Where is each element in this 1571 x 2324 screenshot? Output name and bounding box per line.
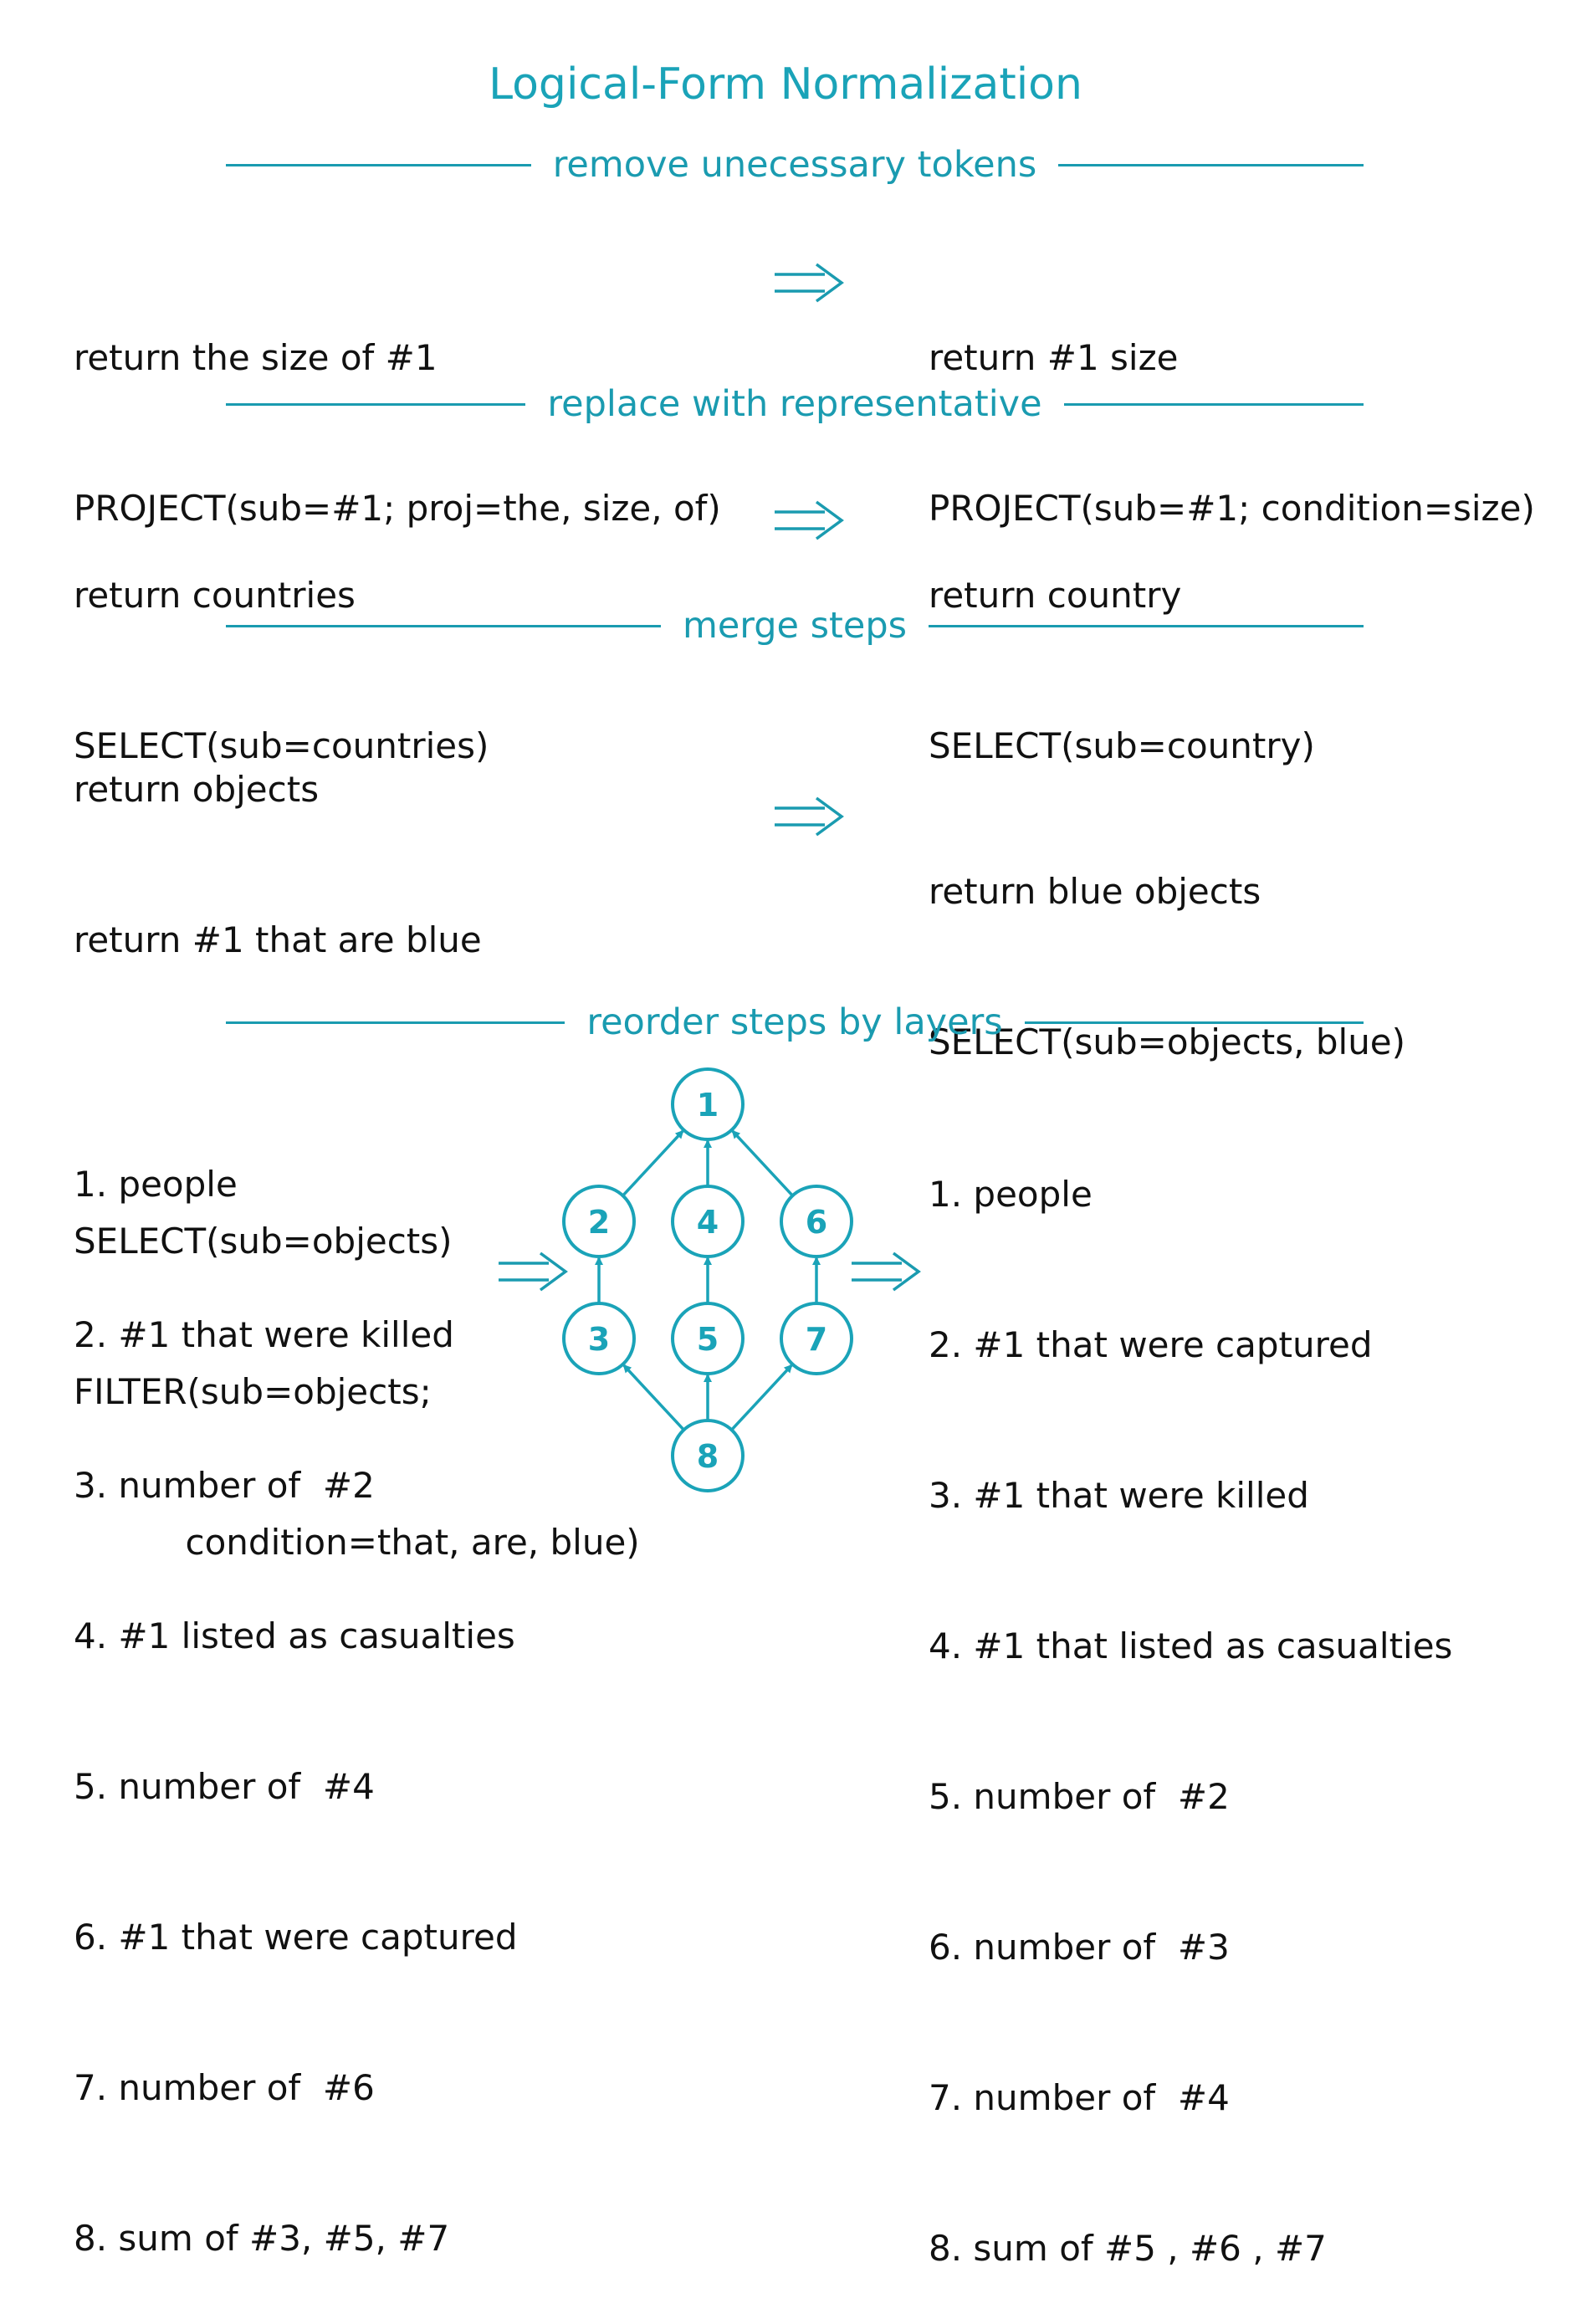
after-line: 8. sum of #5 , #6 , #7 [929, 2228, 1327, 2269]
graph-node-circle [780, 1302, 853, 1375]
graph-edge-8-to-7 [730, 1364, 793, 1431]
graph-node-circle [671, 1067, 745, 1141]
transform-arrow-icon [852, 1252, 922, 1292]
before-line: PROJECT(sub=#1; proj=the, size, of) [74, 488, 721, 529]
graph-node-label: 8 [697, 1438, 719, 1475]
graph-node-6: 6 [780, 1185, 853, 1258]
before-line: 7. number of #6 [74, 2067, 375, 2108]
after-line: return blue objects [929, 871, 1261, 912]
transform-arrow-icon [775, 500, 845, 540]
after-line: 1. people [929, 1174, 1093, 1215]
header-rule-right [929, 624, 1364, 627]
after-line: PROJECT(sub=#1; condition=size) [929, 488, 1535, 529]
section-header-label: reorder steps by layers [586, 1001, 1003, 1043]
after-line: 7. number of #4 [929, 2077, 1230, 2118]
graph-edge-6-to-1 [731, 1129, 794, 1197]
graph-node-circle [671, 1185, 745, 1258]
before-block-reorder-steps: 1. people 2. #1 that were killed 3. numb… [74, 1059, 517, 2314]
header-rule-left [226, 163, 531, 166]
before-line: 6. #1 that were captured [74, 1917, 518, 1958]
after-line: 5. number of #2 [929, 1776, 1230, 1817]
graph-node-8: 8 [671, 1419, 745, 1492]
after-line: return #1 size [929, 337, 1179, 378]
header-rule-left [226, 1021, 565, 1024]
before-line: 3. number of #2 [74, 1465, 375, 1506]
before-line: SELECT(sub=countries) [74, 725, 489, 766]
graph-node-label: 5 [697, 1321, 719, 1358]
header-rule-right [1063, 402, 1364, 406]
section-header-reorder-steps: reorder steps by layers [226, 993, 1364, 1052]
header-rule-right [1024, 1021, 1364, 1024]
graph-node-label: 7 [806, 1321, 827, 1358]
before-line: 8. sum of #3, #5, #7 [74, 2218, 450, 2259]
after-line: SELECT(sub=country) [929, 725, 1315, 766]
graph-node-4: 4 [671, 1185, 745, 1258]
transform-arrow-icon [775, 263, 845, 303]
after-line: 4. #1 that listed as casualties [929, 1625, 1453, 1666]
graph-node-1: 1 [671, 1067, 745, 1141]
graph-node-7: 7 [780, 1302, 853, 1375]
before-line: return the size of #1 [74, 337, 438, 378]
header-rule-left [226, 402, 526, 406]
after-block-remove-tokens: return #1 size PROJECT(sub=#1; condition… [929, 233, 1535, 584]
after-line: 6. number of #3 [929, 1927, 1230, 1968]
after-line: 2. #1 that were captured [929, 1324, 1373, 1365]
before-line: FILTER(sub=objects; [74, 1371, 432, 1412]
before-line: return #1 that are blue [74, 919, 482, 960]
before-line: 2. #1 that were killed [74, 1314, 454, 1355]
section-header-remove-tokens: remove unecessary tokens [226, 136, 1364, 194]
section-header-label: replace with representative [547, 383, 1042, 425]
before-block-remove-tokens: return the size of #1 PROJECT(sub=#1; pr… [74, 233, 721, 584]
transform-arrow-icon [499, 1252, 569, 1292]
graph-node-circle [671, 1419, 745, 1492]
after-line: SELECT(sub=objects, blue) [929, 1021, 1406, 1062]
header-rule-right [1058, 163, 1364, 166]
diagram-title: Logical-Form Normalization [489, 59, 1082, 110]
before-block-replace-representative: return countries SELECT(sub=countries) [74, 470, 489, 822]
graph-node-label: 4 [697, 1204, 719, 1241]
after-block-reorder-steps: 1. people 2. #1 that were captured 3. #1… [929, 1069, 1452, 2324]
section-header-label: merge steps [682, 605, 908, 647]
after-block-replace-representative: return country SELECT(sub=country) [929, 470, 1315, 822]
graph-node-label: 6 [806, 1204, 827, 1241]
graph-node-circle [780, 1185, 853, 1258]
graph-node-label: 1 [697, 1087, 719, 1124]
section-header-merge-steps: merge steps [226, 596, 1364, 655]
graph-node-circle [671, 1302, 745, 1375]
graph-node-5: 5 [671, 1302, 745, 1375]
after-line: 3. #1 that were killed [929, 1475, 1309, 1516]
before-line: return countries [74, 575, 356, 616]
before-line: SELECT(sub=objects) [74, 1221, 453, 1262]
header-rule-left [226, 624, 661, 627]
before-line: return objects [74, 769, 320, 810]
after-block-merge-steps: return blue objects SELECT(sub=objects, … [929, 766, 1405, 1118]
section-header-replace-representative: replace with representative [226, 375, 1364, 433]
before-line: 5. number of #4 [74, 1766, 375, 1807]
before-line: 1. people [74, 1164, 238, 1205]
section-header-label: remove unecessary tokens [552, 144, 1037, 186]
before-line: 4. #1 listed as casualties [74, 1615, 515, 1656]
after-line: return country [929, 575, 1182, 616]
transform-arrow-icon [775, 796, 845, 837]
